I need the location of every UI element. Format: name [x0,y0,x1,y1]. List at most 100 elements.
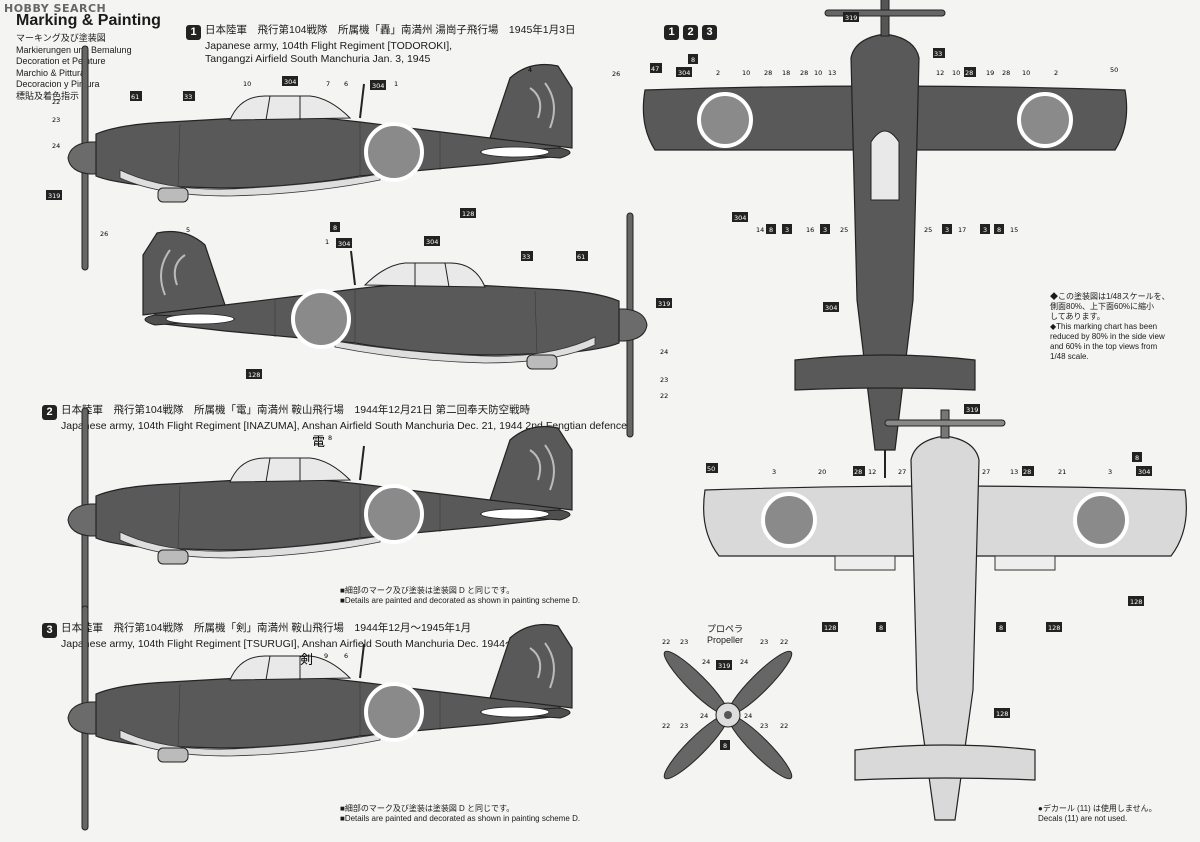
callout: 7 [326,80,330,88]
callout: 10 [1022,69,1030,77]
callout: 1 [325,238,329,246]
callout: 14 [756,226,764,234]
callout-labels: 22 23 24 319 61 33 10 304 7 6 304 1 4 26… [46,12,1152,750]
scheme-1-line-en2: Tangangzi Airfield South Manchuria Jan. … [205,53,431,65]
callout: 21 [1058,468,1066,476]
callout-tag: 319 [658,300,670,308]
callout: 8 [328,434,332,442]
callout: 2 [716,69,720,77]
callout-tag: 8 [723,742,727,750]
callout: 23 [680,722,688,730]
kanji-inazuma: 電 [312,435,325,450]
scheme-2-badge: 2 [42,405,57,420]
detail-note-2: ■細部のマーク及び塗装は塗装図 D と同じです。 ■Details are pa… [340,586,580,606]
callout-tag: 47 [651,65,659,73]
callout: 9 [324,652,328,660]
top-badge-2: 2 [683,25,698,40]
callout-tag: 319 [966,406,978,414]
lang-line: Markierungen und Bemalung [16,44,132,55]
callout: 25 [924,226,932,234]
callout-tag: 8 [1135,454,1139,462]
callout: 3 [772,468,776,476]
callout: 22 [662,638,670,646]
callout: 24 [660,348,668,356]
scale-note: ◆この塗装図は1/48スケールを、 側面80%、上下面60%に縮小 してあります… [1050,292,1170,362]
scheme-1-line-en: Japanese army, 104th Flight Regiment [TO… [205,40,453,52]
callout-tag: 33 [934,50,942,58]
callout: 10 [952,69,960,77]
lang-line: 標貼及着色指示 [16,90,80,101]
scale-note-line: reduced by 80% in the side view [1050,332,1165,341]
decal-note-en: Decals (11) are not used. [1038,814,1128,823]
callout: 24 [740,658,748,666]
callout: 26 [100,230,108,238]
callout: 6 [344,80,348,88]
callout: 10 [742,69,750,77]
scale-note-line: and 60% in the top views from [1050,342,1158,351]
callout: 23 [760,722,768,730]
callout-tag: 8 [691,56,695,64]
lang-line: マーキング及び塗装図 [16,33,106,43]
callout: 13 [828,69,836,77]
callout-tag: 28 [965,69,973,77]
callout-tag: 128 [1130,598,1142,606]
lang-line: Decoracion y Pintura [16,79,100,89]
callout: 22 [52,98,60,106]
callout-tag: 304 [1138,468,1150,476]
callout: 28 [800,69,808,77]
callout: 1 [394,80,398,88]
callout-tag: 50 [707,465,715,473]
callout-tag: 304 [734,214,746,222]
callout: 27 [982,468,990,476]
callout-tag: 304 [825,304,837,312]
callout-tag: 128 [1048,624,1060,632]
callout-tag: 3 [785,226,789,234]
callout-tag: 319 [718,662,730,670]
scheme-1-line-jp: 日本陸軍 飛行第104戦隊 所属機「轟」南満州 湯崗子飛行場 1945年1月3日 [205,24,576,36]
propeller-label-en: Propeller [706,635,744,645]
callout-tag: 8 [999,624,1003,632]
scale-note-line: ◆This marking chart has been [1050,322,1158,331]
callout-tag: 33 [184,93,192,101]
scale-note-line: ◆この塗装図は1/48スケールを、 [1050,292,1170,301]
callout: 13 [1010,468,1018,476]
callout-tag: 128 [996,710,1008,718]
callout: 20 [818,468,826,476]
callout-tag: 304 [284,78,296,86]
callout: 12 [868,468,876,476]
scale-note-line: 1/48 scale. [1050,352,1089,361]
propeller-label-jp: プロペラ [706,624,743,634]
scheme-3-line-en: Japanese army, 104th Flight Regiment [TS… [61,638,562,650]
callout-tag: 8 [333,224,337,232]
callout: 28 [1002,69,1010,77]
callout-tag: 33 [522,253,530,261]
detail-note-en: ■Details are painted and decorated as sh… [340,814,581,823]
callout: 25 [840,226,848,234]
detail-note-jp: ■細部のマーク及び塗装は塗装図 D と同じです。 [340,586,515,595]
callout: 26 [612,70,620,78]
callout: 15 [1010,226,1018,234]
callout: 22 [780,638,788,646]
callout: 19 [986,69,994,77]
decal-note-jp: ●デカール (11) は使用しません。 [1038,804,1157,813]
propeller-diagram [663,650,793,780]
side-view-1-right [141,211,649,439]
callout-tag: 28 [854,468,862,476]
callout: 24 [744,712,752,720]
callout-tag: 3 [945,226,949,234]
callout-tag: 319 [845,14,857,22]
callout: 18 [782,69,790,77]
callout: 3 [1108,468,1112,476]
top-badge-3: 3 [702,25,717,40]
callout: 10 [243,80,251,88]
decal-note: ●デカール (11) は使用しません。 Decals (11) are not … [1038,804,1157,824]
callout: 24 [702,658,710,666]
callout-tag: 8 [769,226,773,234]
callout-tag: 28 [1023,468,1031,476]
callout-tag: 3 [823,226,827,234]
callout: 22 [660,392,668,400]
